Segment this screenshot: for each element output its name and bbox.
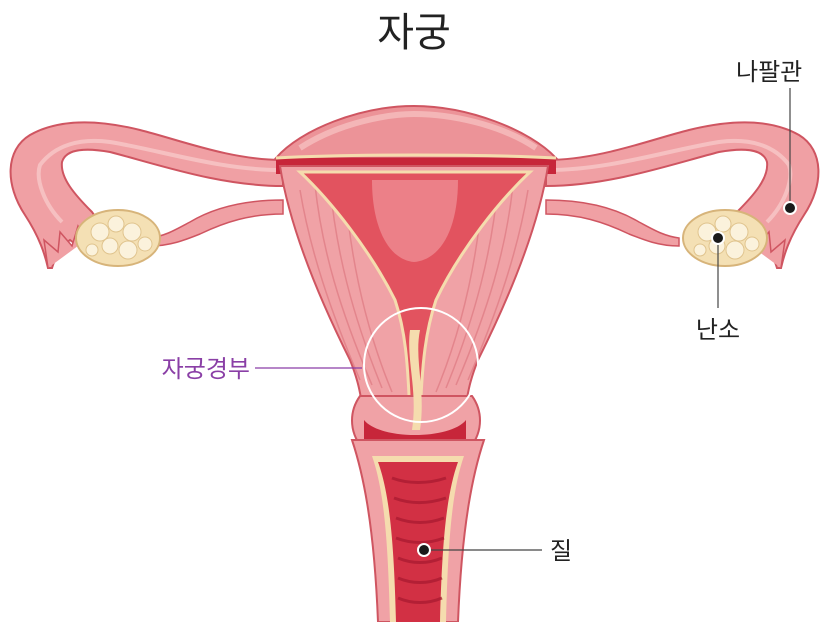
right-fallopian-tube bbox=[546, 122, 818, 268]
label-vagina: 질 bbox=[550, 537, 572, 565]
left-ovary bbox=[76, 210, 160, 266]
page-title: 자궁 bbox=[377, 10, 451, 56]
label-fallopian-tube: 나팔관 bbox=[736, 58, 802, 86]
label-cervix: 자궁경부 bbox=[162, 355, 250, 383]
vagina bbox=[352, 440, 484, 622]
label-ovary: 난소 bbox=[696, 316, 740, 344]
